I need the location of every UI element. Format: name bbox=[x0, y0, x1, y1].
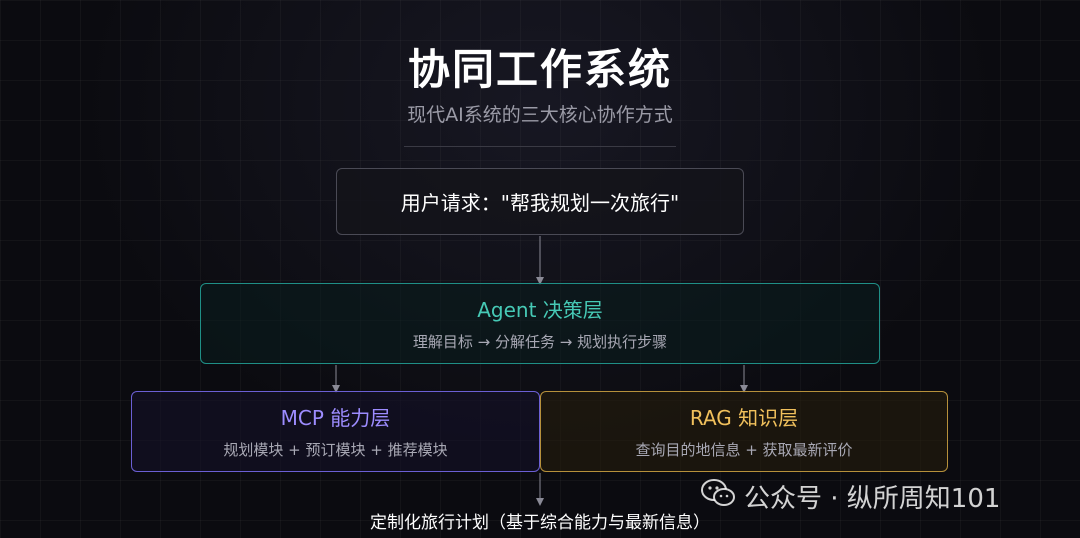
rag-layer-desc: 查询目的地信息 + 获取最新评价 bbox=[635, 441, 853, 459]
page-title: 协同工作系统 bbox=[407, 45, 672, 94]
mcp-layer-desc: 规划模块 + 预订模块 + 推荐模块 bbox=[223, 441, 448, 459]
title-divider bbox=[404, 146, 676, 147]
user-request-box: 用户请求："帮我规划一次旅行" bbox=[336, 168, 744, 235]
agent-layer-title: Agent 决策层 bbox=[477, 298, 603, 322]
wechat-icon bbox=[700, 478, 736, 515]
agent-layer-box: Agent 决策层 理解目标 → 分解任务 → 规划执行步骤 bbox=[200, 283, 880, 364]
rag-layer-title: RAG 知识层 bbox=[689, 406, 799, 430]
watermark-text: 公众号 · 纵所周知101 bbox=[744, 484, 1001, 514]
rag-layer-box: RAG 知识层 查询目的地信息 + 获取最新评价 bbox=[540, 391, 948, 472]
page-subtitle: 现代AI系统的三大核心协作方式 bbox=[407, 104, 673, 126]
user-request-label: 用户请求："帮我规划一次旅行" bbox=[400, 191, 680, 215]
result-label: 定制化旅行计划（基于综合能力与最新信息） bbox=[370, 513, 710, 533]
mcp-layer-box: MCP 能力层 规划模块 + 预订模块 + 推荐模块 bbox=[131, 391, 540, 472]
agent-layer-desc: 理解目标 → 分解任务 → 规划执行步骤 bbox=[412, 333, 668, 351]
mcp-layer-title: MCP 能力层 bbox=[280, 406, 391, 430]
watermark: 公众号 · 纵所周知101 bbox=[700, 478, 1000, 515]
